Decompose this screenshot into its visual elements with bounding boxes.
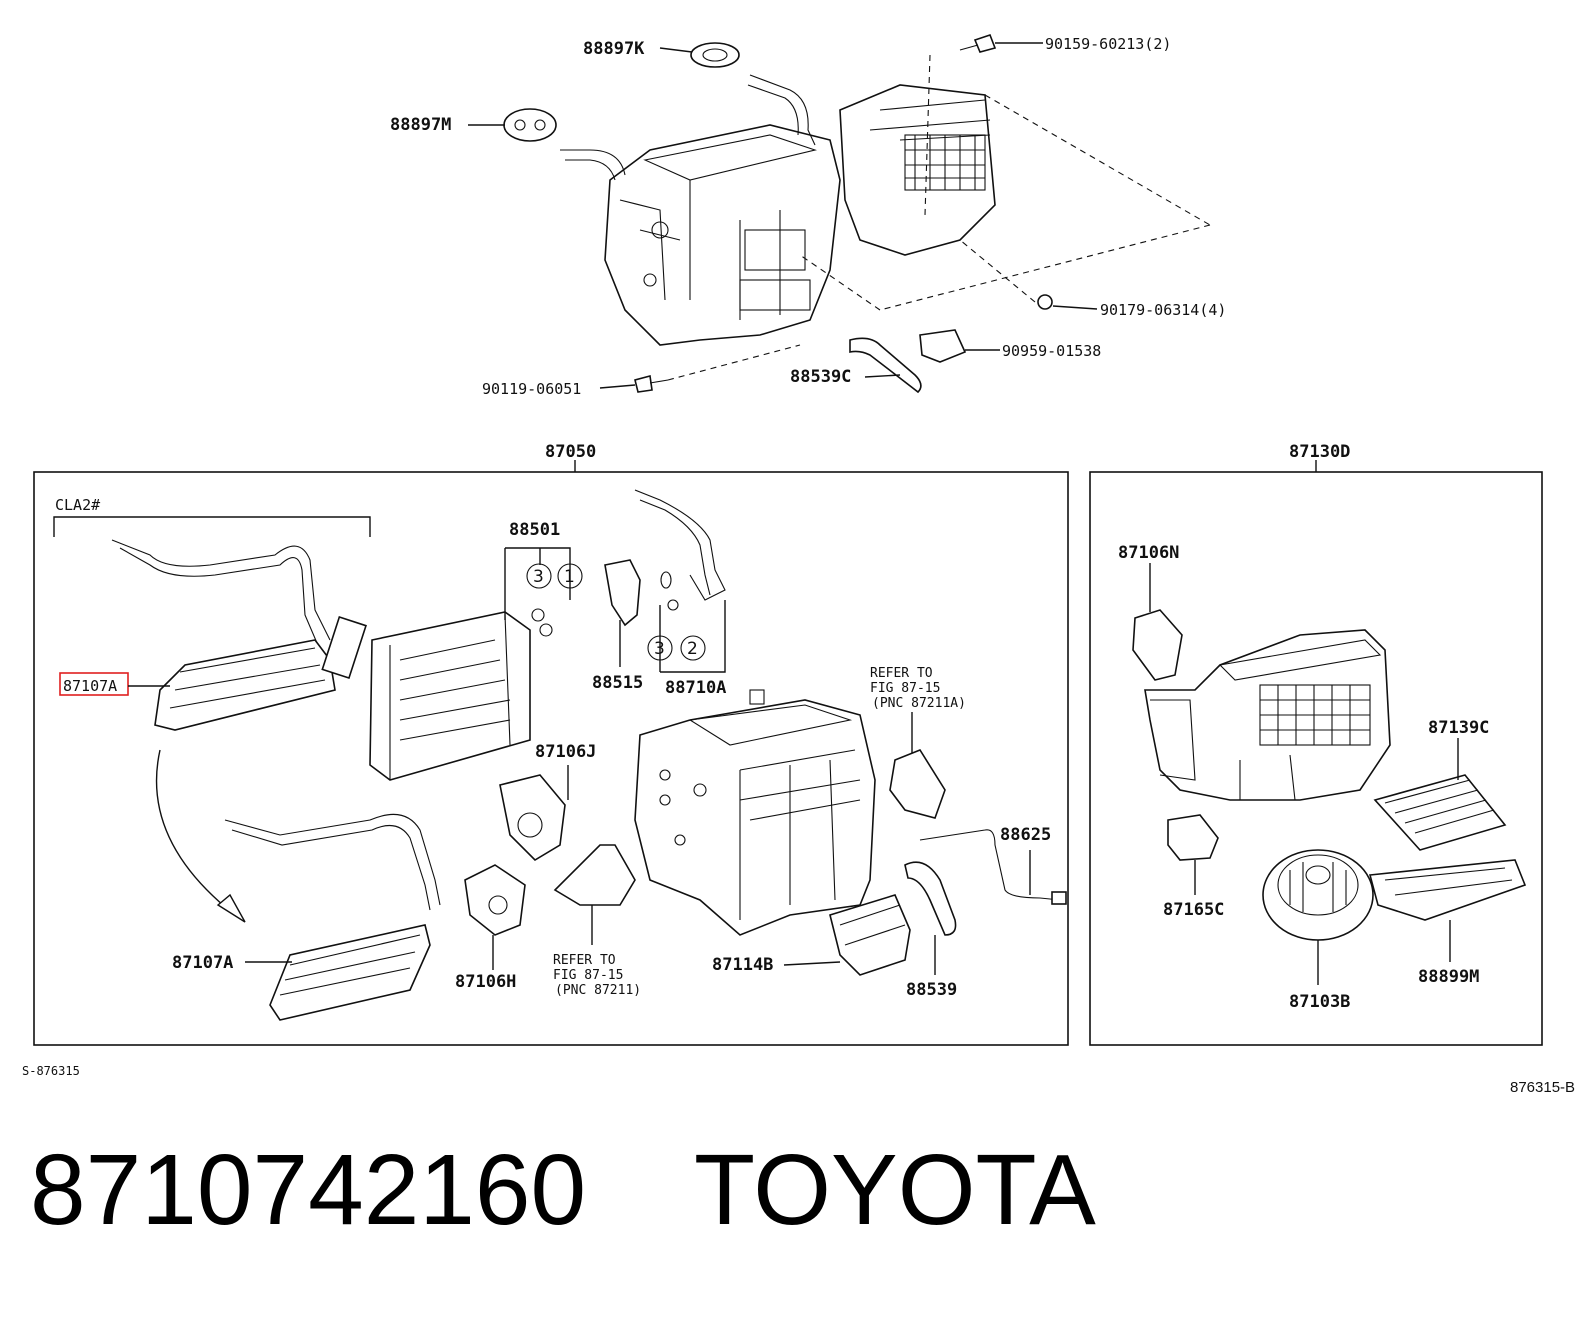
- label-87106H: 87106H: [455, 972, 516, 992]
- label-88897K: 88897K: [583, 39, 645, 59]
- label-88897M: 88897M: [390, 115, 451, 135]
- label-88625: 88625: [1000, 825, 1051, 845]
- label-87165C: 87165C: [1163, 900, 1224, 920]
- label-88710A: 88710A: [665, 678, 726, 698]
- blower-motor-part: [1262, 849, 1374, 941]
- top-assembly: 88897K 88897M 90159-60213(2) 90179-06314…: [390, 33, 1226, 398]
- heater-unit-part: [634, 689, 876, 936]
- label-90119-06051: 90119-06051: [482, 380, 581, 398]
- heater-core-part-2: [224, 813, 441, 1021]
- caption-brand: TOYOTA: [693, 1134, 1096, 1246]
- refer-2-line-3: (PNC 87211): [555, 983, 641, 998]
- refer-1-line-2: FIG 87-15: [870, 681, 940, 696]
- caption-part-number: 8710742160: [30, 1134, 587, 1246]
- circle-1: 1: [564, 567, 575, 587]
- label-87106N: 87106N: [1118, 543, 1179, 563]
- circle-2: 2: [687, 639, 698, 659]
- label-87114B: 87114B: [712, 955, 773, 975]
- refer-2-line-1: REFER TO: [553, 953, 616, 968]
- label-cla2: CLA2#: [55, 496, 100, 514]
- heater-core-part: [111, 539, 367, 731]
- footer-right-code: 876315-B: [1510, 1079, 1575, 1096]
- label-88539: 88539: [906, 980, 957, 1000]
- label-87107A: 87107A: [172, 953, 233, 973]
- footer-left-code: S-876315: [22, 1064, 80, 1078]
- refer-1-line-3: (PNC 87211A): [872, 696, 966, 711]
- highlight-box: [59, 672, 129, 696]
- blower-assembly-part: [1144, 629, 1391, 801]
- label-88899M: 88899M: [1418, 967, 1479, 987]
- label-87050: 87050: [545, 442, 596, 462]
- caption: 8710742160 TOYOTA: [30, 1140, 1096, 1240]
- label-87107A-highlighted: 87107A: [63, 677, 117, 695]
- refer-2-line-2: FIG 87-15: [553, 968, 623, 983]
- label-88539C: 88539C: [790, 367, 851, 387]
- label-90159-60213: 90159-60213(2): [1045, 35, 1171, 53]
- frame-87050: 87050 CLA2# 87107A 87107A: [33, 442, 1069, 1046]
- label-88515: 88515: [592, 673, 643, 693]
- frame-87130D: 87130D 87106N 87139C 87165C: [1089, 442, 1543, 1046]
- label-87103B: 87103B: [1289, 992, 1350, 1012]
- label-87130D: 87130D: [1289, 442, 1350, 462]
- label-90959-01538: 90959-01538: [1002, 342, 1101, 360]
- circle-3-b: 3: [654, 639, 665, 659]
- label-90179-06314: 90179-06314(4): [1100, 301, 1226, 319]
- refer-1-line-1: REFER TO: [870, 666, 933, 681]
- label-87106J: 87106J: [535, 742, 596, 762]
- label-87139C: 87139C: [1428, 718, 1489, 738]
- circle-3-a: 3: [533, 567, 544, 587]
- evaporator-part: [369, 611, 531, 781]
- label-88501: 88501: [509, 520, 560, 540]
